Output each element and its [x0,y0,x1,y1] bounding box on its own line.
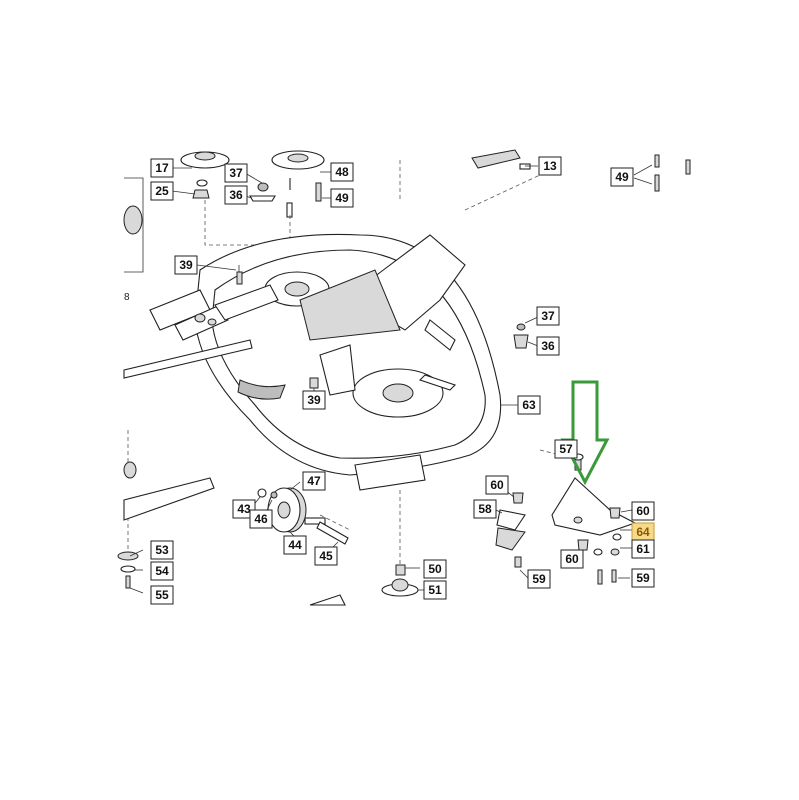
deck-brackets [149,284,426,491]
blade-58 [495,509,526,568]
callout-36b: 36 [536,336,560,356]
nut-36b [513,323,529,349]
callout-57: 57 [554,439,578,459]
washer-60a [512,492,524,504]
callout-51: 51 [423,580,447,600]
svg-text:59: 59 [532,572,546,586]
svg-text:39: 39 [179,258,193,272]
svg-text:17: 17 [155,161,169,175]
callout-46: 46 [249,509,273,529]
callout-49a: 49 [330,188,354,208]
callout-53: 53 [150,540,174,560]
pulley-48 [271,150,325,190]
callout-13: 13 [538,156,562,176]
lift-rod [123,339,253,379]
svg-text:39: 39 [307,393,321,407]
callout-37b: 37 [536,306,560,326]
svg-text:51: 51 [428,583,442,597]
callout-39b: 39 [302,390,326,410]
svg-text:45: 45 [319,549,333,563]
svg-text:44: 44 [288,538,302,552]
svg-text:25: 25 [155,184,169,198]
callout-45: 45 [314,546,338,566]
bolt-36a [249,182,276,202]
svg-text:46: 46 [254,512,268,526]
callout-59b: 59 [631,568,655,588]
callout-37a: 37 [224,163,248,183]
nut-25 [192,189,210,199]
svg-text:49: 49 [335,191,349,205]
left-bracket-figure: 8 [123,177,144,303]
callout-54: 54 [150,561,174,581]
callout-64: 64 [631,522,655,542]
svg-text:60: 60 [636,504,650,518]
callout-44: 44 [283,535,307,555]
callout-61: 61 [631,539,655,559]
highlight-arrow [560,380,610,486]
svg-text:36: 36 [229,188,243,202]
callout-49b: 49 [610,167,634,187]
svg-text:60: 60 [490,478,504,492]
svg-text:47: 47 [307,474,321,488]
svg-text:55: 55 [155,588,169,602]
callout-60c: 60 [560,549,584,569]
callout-55: 55 [150,585,174,605]
svg-text:54: 54 [155,564,169,578]
small-parts-60-61 [577,507,622,585]
callout-17: 17 [150,158,174,178]
nut-39b [309,377,319,389]
callout-63: 63 [517,395,541,415]
svg-text:48: 48 [335,165,349,179]
svg-text:8: 8 [124,292,130,303]
blade-left [117,461,215,589]
bolt-39a [236,271,243,285]
gauge-wheel-47 [257,487,349,545]
svg-text:64: 64 [636,525,650,539]
svg-text:13: 13 [543,159,557,173]
svg-text:60: 60 [565,552,579,566]
svg-text:59: 59 [636,571,650,585]
svg-text:53: 53 [155,543,169,557]
callout-25: 25 [150,181,174,201]
svg-text:36: 36 [541,339,555,353]
svg-text:37: 37 [229,166,243,180]
bolts-49b [654,154,691,192]
callout-60a: 60 [485,475,509,495]
callout-59a: 59 [527,569,551,589]
svg-text:50: 50 [428,562,442,576]
bolt-49a [286,182,322,218]
callout-39a: 39 [174,255,198,275]
svg-text:37: 37 [541,309,555,323]
cover-13 [471,149,531,170]
svg-text:49: 49 [615,170,629,184]
callout-36a: 36 [224,185,248,205]
callout-47: 47 [302,471,326,491]
svg-text:58: 58 [478,502,492,516]
spindle-50-51 [309,564,419,606]
callouts: 17 25 37 36 48 49 13 49 39 37 36 39 63 5… [150,156,655,605]
svg-text:43: 43 [237,502,251,516]
callout-50: 50 [423,559,447,579]
svg-text:63: 63 [522,398,536,412]
chute [299,234,466,351]
callout-58: 58 [473,499,497,519]
svg-text:61: 61 [636,542,650,556]
svg-text:57: 57 [559,442,573,456]
pulley-17 [180,151,230,187]
callout-48: 48 [330,162,354,182]
blade-64 [551,477,637,536]
callout-60b: 60 [631,501,655,521]
